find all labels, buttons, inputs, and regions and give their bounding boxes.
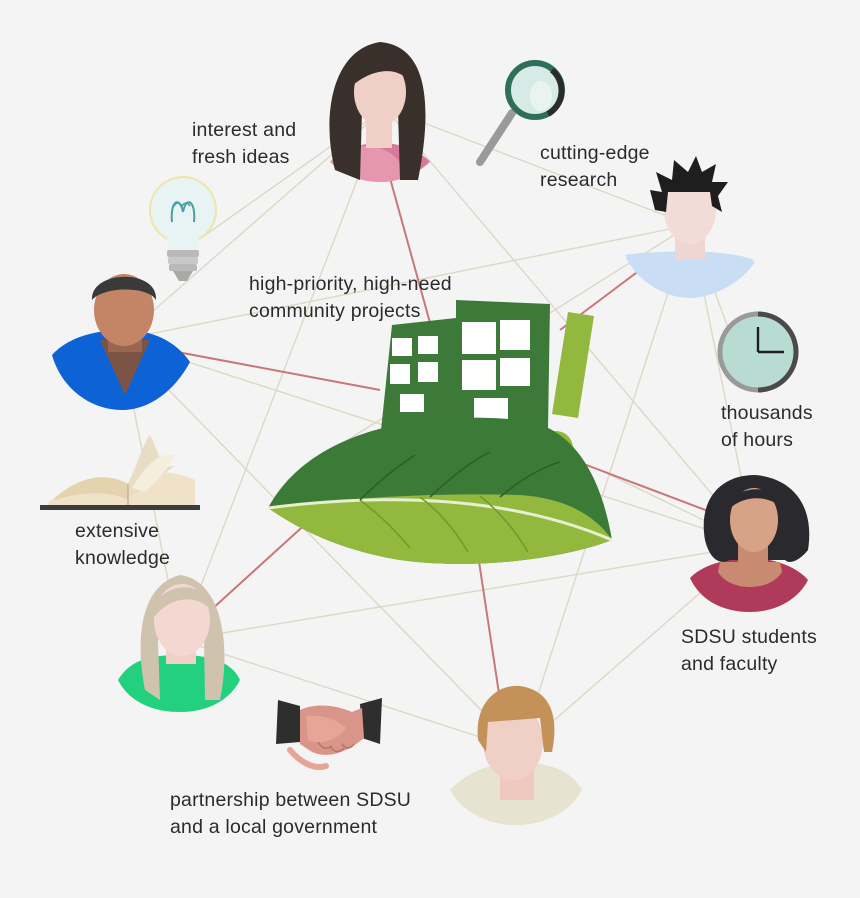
label-line: high-priority, high-need (249, 271, 452, 298)
avatar-person-brown-hair (450, 686, 582, 825)
label-line: cutting-edge (540, 140, 650, 167)
label-line: extensive (75, 518, 170, 545)
handshake-icon (276, 698, 382, 767)
label-line: fresh ideas (192, 144, 296, 171)
label-line: partnership between SDSU (170, 787, 411, 814)
label-thousands-of-hours: thousands of hours (721, 400, 813, 454)
clock-icon (720, 314, 796, 390)
label-cutting-edge-research: cutting-edge research (540, 140, 650, 194)
open-book-icon (40, 435, 200, 510)
building-on-leaf-icon (268, 300, 612, 564)
label-line: research (540, 167, 650, 194)
label-interest-and-fresh-ideas: interest and fresh ideas (192, 117, 296, 171)
label-partnership: partnership between SDSU and a local gov… (170, 787, 411, 841)
label-line: and faculty (681, 651, 817, 678)
label-line: and a local government (170, 814, 411, 841)
label-extensive-knowledge: extensive knowledge (75, 518, 170, 572)
label-line: of hours (721, 427, 813, 454)
label-line: interest and (192, 117, 296, 144)
avatar-woman-curly-hair (690, 475, 809, 612)
label-sdsu-students-and-faculty: SDSU students and faculty (681, 624, 817, 678)
label-line: SDSU students (681, 624, 817, 651)
label-line: thousands (721, 400, 813, 427)
label-line: knowledge (75, 545, 170, 572)
avatar-woman-blonde (118, 575, 240, 712)
label-line: community projects (249, 298, 452, 325)
label-community-projects: high-priority, high-need community proje… (249, 271, 452, 325)
avatar-woman-pink (320, 42, 440, 227)
